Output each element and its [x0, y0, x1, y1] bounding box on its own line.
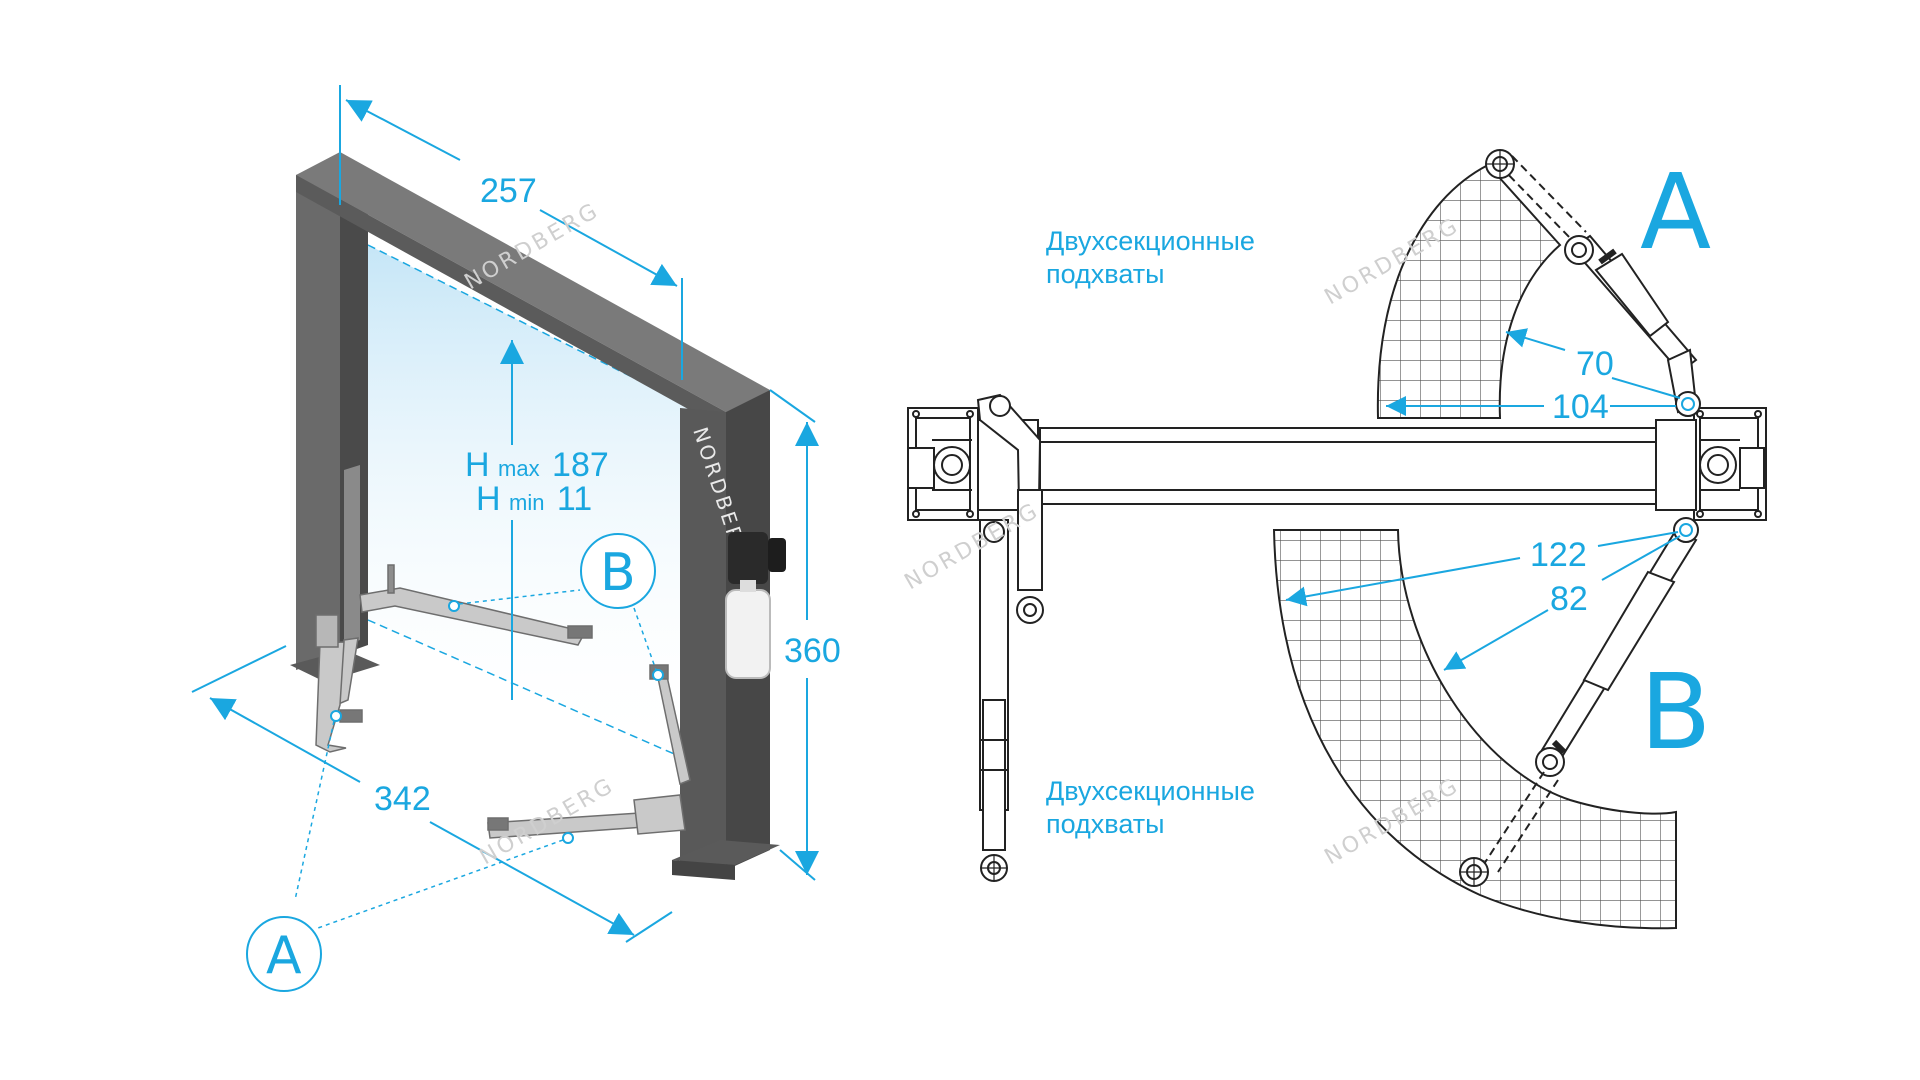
note-top-line1: Двухсекционные — [1046, 226, 1255, 256]
marker-a-letter: A — [266, 926, 302, 986]
note-bottom-line1: Двухсекционные — [1046, 776, 1255, 806]
arm-zone-b — [1272, 529, 1677, 930]
lift-3d-view: NORDBERG — [191, 85, 841, 992]
marker-b-letter: B — [600, 543, 636, 603]
svg-text:H max 187: H max 187 — [465, 446, 609, 484]
dim-width-top: 257 — [339, 85, 683, 380]
right-column-base — [1655, 407, 1767, 521]
dim-width-base: 342 — [191, 645, 673, 943]
note-top: Двухсекционные подхваты — [1046, 226, 1255, 289]
note-bottom-line2: подхваты — [1046, 809, 1165, 839]
h-max-sub: max — [498, 456, 540, 481]
dim-lift-height: H max 187 H min 11 — [465, 340, 609, 700]
left-arm-lower — [979, 519, 1009, 882]
clearance-zone — [368, 245, 688, 760]
dim-width-base-value: 342 — [374, 780, 431, 818]
h-min-value: 11 — [557, 480, 592, 518]
left-column — [290, 160, 380, 682]
marker-a-circle-icon — [246, 916, 322, 992]
h-min-label: H — [476, 480, 501, 518]
arm-b — [1459, 517, 1699, 887]
dim-arm-a-long: 104 — [1552, 388, 1609, 426]
left-arm-upper — [976, 393, 1044, 624]
crossbeam — [1039, 427, 1657, 505]
h-min-sub: min — [509, 490, 544, 515]
left-carriage — [344, 465, 360, 645]
svg-text:H min 11: H min 11 — [476, 480, 592, 518]
dim-arm-b-long: 122 — [1530, 536, 1587, 574]
arm-zone-a — [1376, 163, 1562, 419]
arm-front-right — [487, 794, 686, 839]
power-unit — [725, 532, 786, 679]
dim-arm-b-short: 82 — [1550, 580, 1588, 618]
arm-front-left — [315, 614, 363, 753]
note-bottom: Двухсекционные подхваты — [1046, 776, 1255, 839]
marker-b: B — [448, 533, 664, 681]
marker-a: A — [246, 710, 574, 992]
arm-dimensions: 70 104 122 82 — [1285, 328, 1695, 671]
arm-rear-left — [359, 564, 593, 646]
marker-b-circle-icon — [580, 533, 656, 609]
h-max-label: H — [465, 446, 490, 484]
h-max-value: 187 — [552, 446, 609, 484]
dim-height-total: 360 — [769, 389, 841, 881]
lift-top-view — [907, 149, 1767, 930]
dim-width-top-value: 257 — [480, 172, 537, 210]
zone-a-label: A — [1640, 151, 1711, 273]
note-top-line2: подхваты — [1046, 259, 1165, 289]
zone-b-label: B — [1640, 651, 1711, 773]
dim-height-total-value: 360 — [784, 632, 841, 670]
dim-arm-a-short: 70 — [1576, 345, 1614, 383]
